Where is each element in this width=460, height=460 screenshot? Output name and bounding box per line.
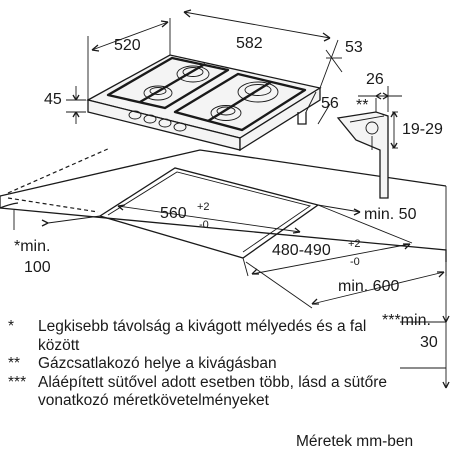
- dimension-wall-gap: min. 50: [317, 204, 417, 223]
- footnote: ** Gázcsatlakozó helye a kivágásban: [8, 355, 388, 374]
- dim-cutout-width-tol-lower: -0: [199, 219, 209, 231]
- footnote-text: Legkisebb távolság a kivágott mélyedés é…: [38, 318, 367, 354]
- units-label: Méretek mm-ben: [296, 433, 414, 450]
- dim-height-right: 56: [321, 95, 339, 112]
- dim-corner: 53: [345, 39, 363, 56]
- footnote-text: Gázcsatlakozó helye a kivágásban: [38, 355, 277, 372]
- dim-side-min-value: 100: [24, 259, 51, 276]
- gas-connector-detail: 26 ** 19-29: [336, 71, 443, 199]
- dim-front-min: min. 600: [338, 278, 399, 295]
- projection-line: [7, 147, 111, 194]
- footnote: * Legkisebb távolság a kivágott mélyedés…: [8, 318, 388, 355]
- gas-connector-mark: **: [356, 97, 368, 114]
- footnote-marker: **: [8, 355, 21, 372]
- footnote-text: Aláépített sütővel adott esetben több, l…: [38, 373, 387, 410]
- dimension-height-right: 56: [305, 91, 339, 125]
- dimension-side-min: *min. 100: [13, 210, 101, 276]
- dim-side-min-mark: *min.: [14, 238, 50, 255]
- dim-cutout-width: 560: [160, 205, 187, 222]
- dim-cutout-width-tol-upper: +2: [197, 201, 210, 213]
- dim-oven-min-mark: ***min.: [382, 312, 431, 329]
- dimension-depth-top: 582: [183, 9, 339, 89]
- dim-gas-horizontal: 26: [366, 71, 384, 88]
- dim-height-left: 45: [44, 91, 62, 108]
- footnote-marker: *: [8, 318, 15, 335]
- dimension-height-left: 45: [44, 86, 86, 124]
- dimension-cutout-depth: 480-490 +2 -0: [242, 204, 413, 277]
- dimension-front-min: min. 600: [245, 261, 447, 309]
- dim-depth-top: 582: [236, 35, 263, 52]
- dimension-cutout-width: 560 +2 -0: [117, 201, 301, 234]
- dim-cutout-depth-tol-lower: -0: [350, 256, 360, 268]
- dimension-corner: 53: [325, 39, 363, 73]
- footnote: *** Aláépített sütővel adott esetben töb…: [8, 374, 388, 411]
- projection-line: [7, 197, 99, 213]
- dimension-oven-min: ***min. 30: [382, 262, 450, 389]
- dim-width-top: 520: [114, 37, 141, 54]
- dim-wall-gap: min. 50: [364, 206, 417, 223]
- worktop: [0, 149, 447, 262]
- gas-hob: [86, 54, 322, 152]
- dimension-width-top: 520: [87, 18, 171, 100]
- dim-gas-vertical: 19-29: [402, 121, 443, 138]
- dim-cutout-depth-tol-upper: +2: [348, 238, 361, 250]
- dim-cutout-depth: 480-490: [272, 242, 331, 259]
- footnote-marker: ***: [8, 373, 27, 391]
- footnotes: * Legkisebb távolság a kivágott mélyedés…: [8, 318, 388, 411]
- dim-oven-min-value: 30: [420, 334, 438, 351]
